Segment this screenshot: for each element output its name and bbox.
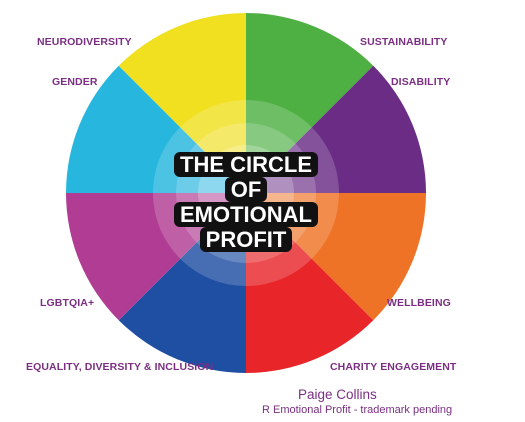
label-equality-diversity-inclusion: EQUALITY, DIVERSITY & INCLUSION (26, 361, 214, 373)
title-line-3: EMOTIONAL (174, 202, 318, 227)
trademark-note: R Emotional Profit - trademark pending (262, 404, 453, 416)
label-gender: GENDER (52, 76, 98, 88)
title-line-4: PROFIT (199, 227, 293, 252)
center-title: THE CIRCLE OF EMOTIONAL PROFIT (146, 152, 346, 252)
label-disability: DISABILITY (391, 76, 451, 88)
title-line-1: THE CIRCLE (174, 152, 318, 177)
label-charity-engagement: CHARITY ENGAGEMENT (330, 361, 457, 373)
label-sustainability: SUSTAINABILITY (360, 36, 448, 48)
author-name: Paige Collins (298, 387, 377, 402)
label-wellbeing: WELLBEING (387, 297, 451, 309)
segment-sustainability (246, 13, 374, 193)
label-neurodiversity: NEURODIVERSITY (37, 36, 132, 48)
segment-neurodiversity (118, 13, 246, 193)
title-line-2: OF (224, 177, 268, 202)
label-lgbtqia: LGBTQIA+ (40, 297, 95, 309)
